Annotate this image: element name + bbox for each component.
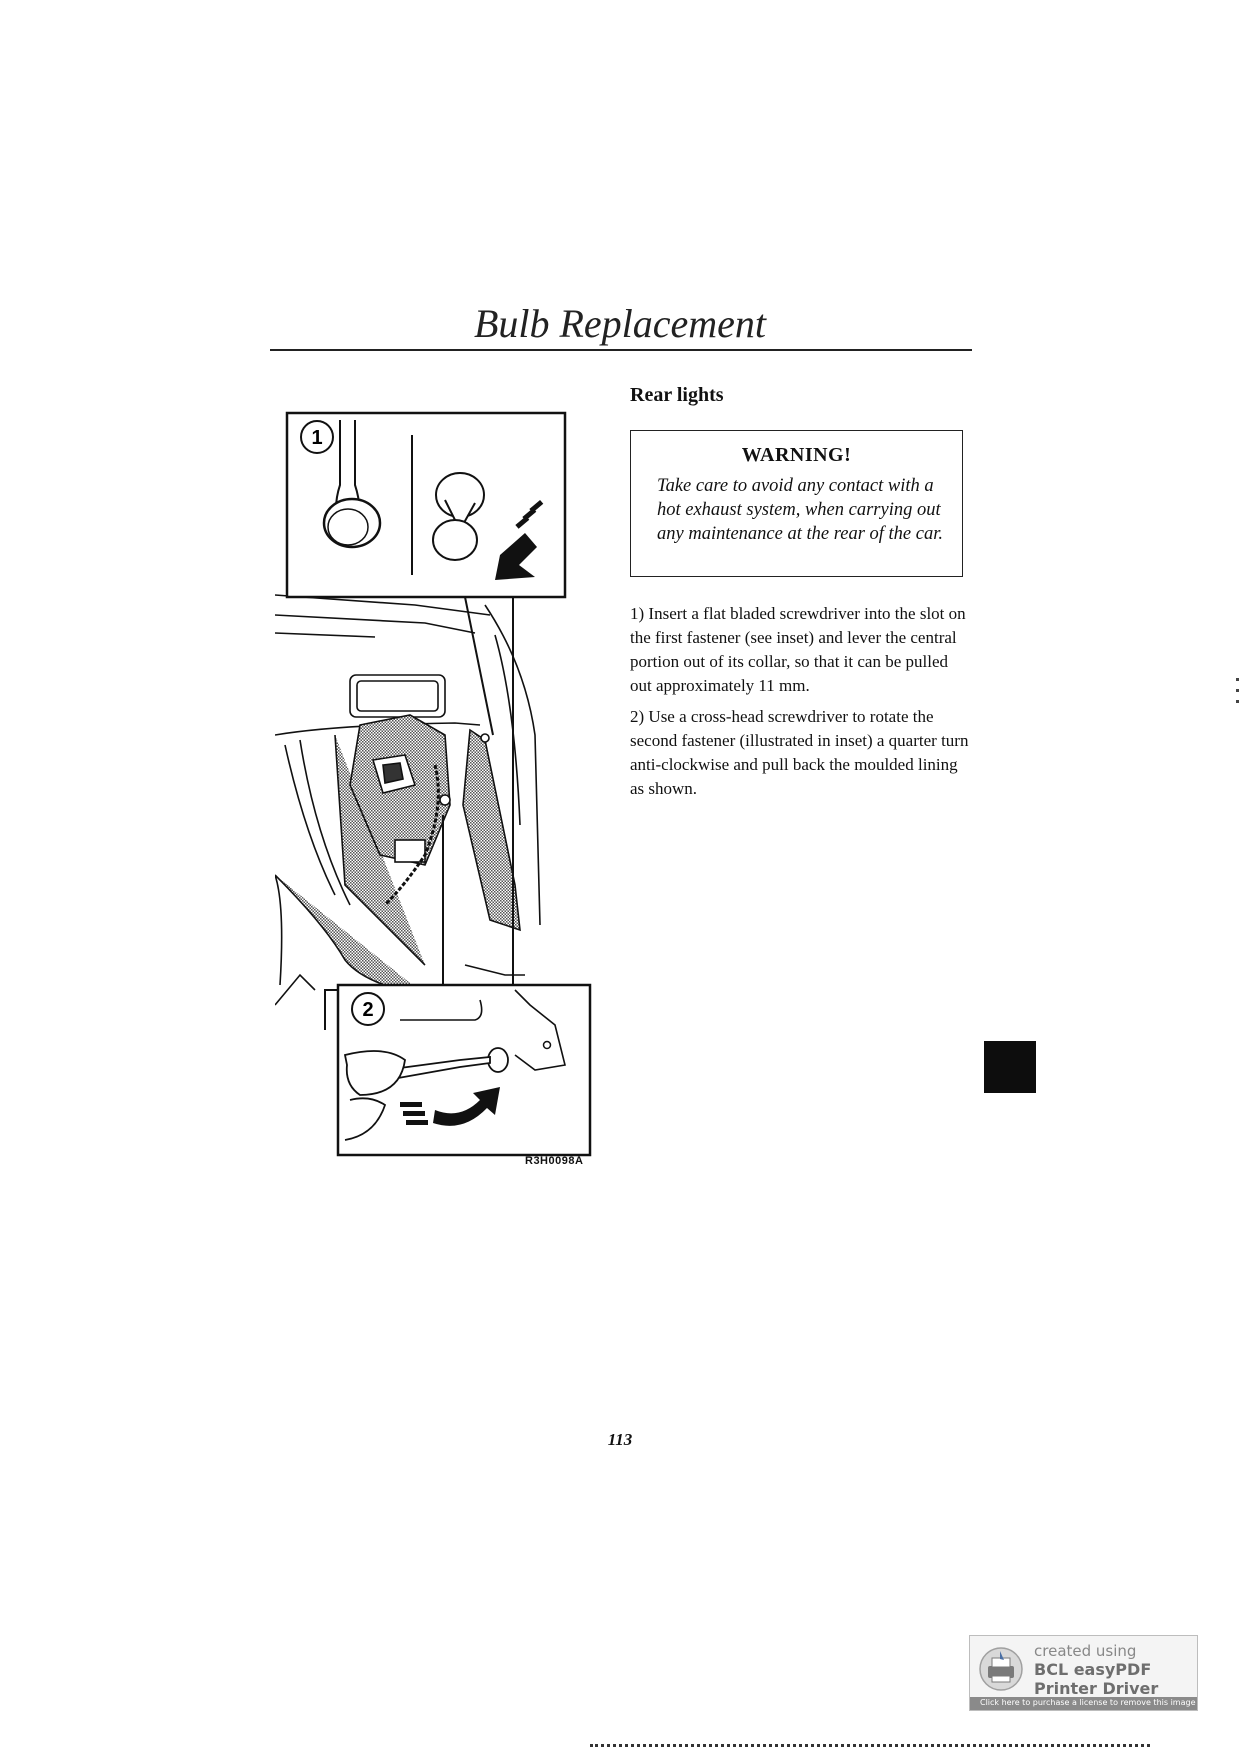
thumb-index-tab	[984, 1041, 1036, 1093]
badge-line-2: BCL easyPDF	[1034, 1660, 1152, 1679]
inset-1-number: 1	[311, 427, 322, 449]
page-title: Bulb Replacement	[473, 301, 767, 346]
header-rule	[270, 349, 972, 351]
step-2: 2) Use a cross-head screwdriver to rotat…	[630, 707, 969, 798]
warning-text: Take care to avoid any contact with a ho…	[657, 476, 944, 544]
illustration-svg: 1 2	[275, 411, 592, 1157]
warning-title: WARNING!	[741, 444, 852, 466]
step-1: 1) Insert a flat bladed screwdriver into…	[630, 604, 966, 695]
badge-line-1: created using	[1034, 1642, 1137, 1660]
badge-purchase-strip[interactable]: Click here to purchase a license to remo…	[970, 1697, 1197, 1710]
inset-2-badge	[351, 992, 385, 1026]
edge-mark	[1236, 678, 1239, 704]
screwdriver-illustration	[343, 1050, 491, 1141]
figure-code: R3H0098A	[525, 1155, 584, 1167]
section-heading: Rear lights	[630, 384, 724, 406]
arrow-icon	[400, 1087, 500, 1126]
inset-2: 2	[336, 983, 592, 1157]
fastener-illustration	[432, 472, 485, 561]
rear-lights-illustration: 1 2	[275, 405, 595, 1175]
pdf-creator-badge[interactable]: created using BCL easyPDF Printer Driver…	[969, 1635, 1198, 1711]
inset-1: 1	[285, 411, 567, 599]
badge-line-3: Printer Driver	[1034, 1679, 1159, 1698]
page-number: 113	[607, 1430, 633, 1449]
bottom-scan-artifact	[590, 1744, 1150, 1755]
warning-box: WARNING! Take care to avoid any contact …	[630, 430, 963, 577]
inset-1-badge	[300, 420, 334, 454]
trunk-drawing	[275, 594, 541, 1006]
printer-logo-icon	[979, 1647, 1023, 1691]
arrow-icon	[495, 499, 544, 580]
instruction-steps: 1) Insert a flat bladed screwdriver into…	[630, 602, 970, 808]
inset-2-number: 2	[362, 999, 373, 1021]
badge-purchase-link[interactable]: Click here to purchase a license to remo…	[980, 1698, 1196, 1707]
